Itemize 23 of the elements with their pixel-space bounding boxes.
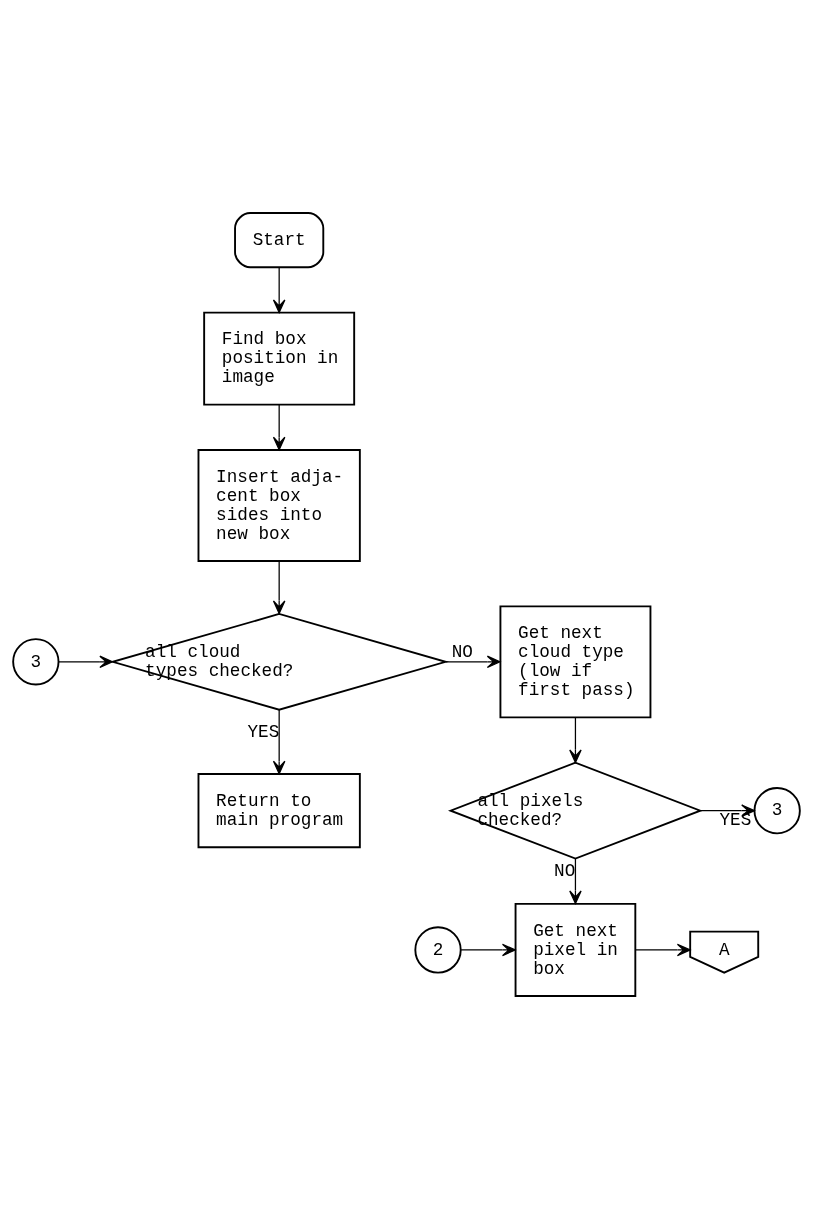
- node-box: Insert adja- cent box sides into new box: [197, 448, 361, 562]
- node-diamond: all pixels checked?: [448, 761, 703, 860]
- arrow: [460, 943, 516, 956]
- arrow: [272, 708, 286, 774]
- arrow: [272, 403, 286, 450]
- arrow: [272, 266, 286, 313]
- node-circle: 3: [12, 637, 60, 685]
- arrow: [445, 655, 501, 668]
- arrow: [58, 655, 114, 668]
- node-circle: 3: [753, 786, 801, 834]
- node-box: Return to main program: [197, 772, 361, 848]
- edge-label: NO: [554, 860, 576, 881]
- arrow: [272, 559, 286, 614]
- node-box: Get next pixel in box: [514, 902, 637, 997]
- edge-label: NO: [451, 641, 473, 662]
- arrow: [569, 857, 582, 904]
- node-circle: 2: [414, 925, 462, 974]
- node-box: Find box position in image: [203, 311, 356, 406]
- edge-label: YES: [247, 721, 280, 742]
- node-box: Start: [234, 211, 325, 268]
- arrow: [635, 943, 691, 956]
- node-box: Get next cloud type (low if first pass): [499, 604, 652, 718]
- arrow: [569, 716, 582, 763]
